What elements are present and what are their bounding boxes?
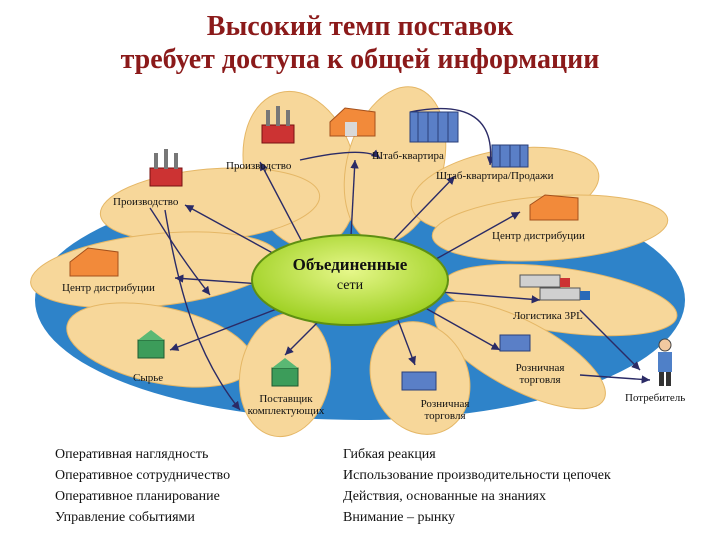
label-production-top: Производство	[226, 160, 292, 172]
label-retail-center: Розничная торговля	[420, 398, 470, 422]
label-raw: Сырье	[133, 372, 164, 384]
label-production-left: Производство	[113, 196, 179, 208]
hub-subtitle: сети	[336, 278, 364, 293]
list-item: Внимание – рынку	[343, 510, 455, 525]
consumer-person-icon	[658, 338, 672, 386]
title-line-1: Высокий темп поставок	[206, 11, 514, 42]
label-logistics: Логистика 3PL	[513, 310, 583, 322]
office-tower-icon	[491, 144, 529, 168]
office-tower-icon	[409, 111, 459, 143]
supplier-plant-icon	[271, 358, 299, 387]
benefits-list-left: Оперативная наглядность Оперативное сотр…	[55, 444, 230, 528]
factory-icon	[261, 106, 295, 144]
truck-icon	[519, 274, 590, 301]
benefits-list-right: Гибкая реакция Использование производите…	[343, 444, 611, 528]
list-item: Оперативная наглядность	[55, 447, 209, 462]
label-hq-sales: Штаб-квартира/Продажи	[436, 170, 554, 182]
list-item: Гибкая реакция	[343, 447, 436, 462]
title-line-2: требует доступа к общей информации	[120, 44, 600, 75]
list-item: Действия, основанные на знаниях	[343, 489, 546, 504]
label-dc-left: Центр дистрибуции	[62, 282, 155, 294]
factory-icon	[149, 149, 183, 187]
hub-ellipse	[251, 234, 449, 326]
hub-title: Объединенные	[292, 255, 408, 274]
warehouse-icon	[69, 247, 119, 277]
store-icon	[401, 371, 437, 391]
list-item: Управление событиями	[55, 510, 195, 525]
label-retail-right: Розничная торговля	[515, 362, 565, 386]
label-consumer: Потребитель	[625, 392, 686, 404]
page-title: Высокий темп поставок требует доступа к …	[0, 10, 720, 76]
label-hq: Штаб-квартира	[372, 150, 444, 162]
list-item: Оперативное сотрудничество	[55, 468, 231, 483]
warehouse-icon	[529, 194, 579, 221]
warehouse-icon	[329, 107, 376, 137]
list-item: Оперативное планирование	[55, 489, 220, 504]
label-supplier: Поставщик комплектующих	[247, 393, 325, 417]
list-item: Использование производительности цепочек	[343, 468, 611, 483]
petal-retail-right	[434, 300, 606, 410]
store-icon	[499, 334, 531, 352]
label-dc-right: Центр дистрибуции	[492, 230, 585, 242]
raw-material-plant-icon	[137, 330, 165, 359]
